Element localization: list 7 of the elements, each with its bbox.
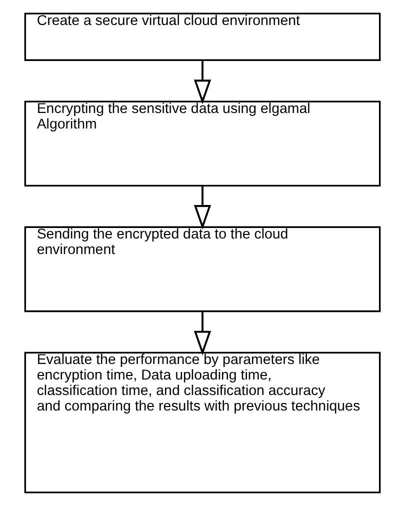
node-box: Encrypting the sensitive data using elgamal Algorithm	[24, 100, 381, 187]
arrow	[194, 186, 212, 230]
node-box: Create a secure virtual cloud environment	[24, 12, 381, 61]
arrow	[194, 311, 212, 356]
arrow	[194, 60, 212, 104]
node-box: Evaluate the performance by parameters like encryption time, Data uploading time, classification time, and classification accuracy and comparing the results with previous techniques	[24, 352, 381, 494]
node-box: Sending the encrypted data to the cloud environment	[24, 226, 381, 312]
